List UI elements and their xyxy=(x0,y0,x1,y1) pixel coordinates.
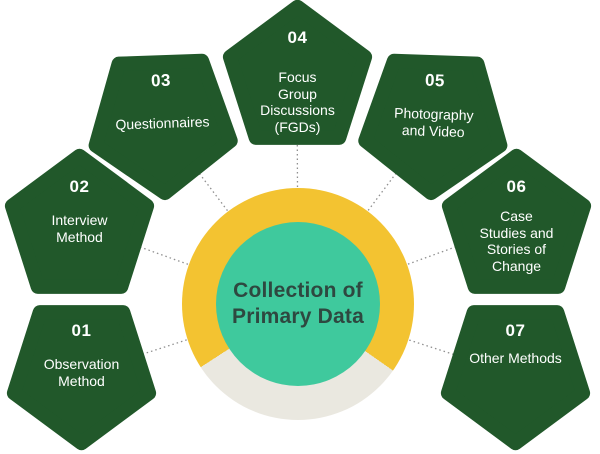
pentagon-icon xyxy=(441,148,592,294)
node-number: 04 xyxy=(287,28,308,47)
node-label: Other Methods xyxy=(469,350,562,367)
diagram-title: Collection of Primary Data xyxy=(232,278,364,328)
node-label: Questionnaires xyxy=(115,113,210,134)
node-number: 02 xyxy=(69,177,90,196)
node-label: Observation Method xyxy=(43,356,120,389)
node-label: Case Studies and Stories of Change xyxy=(479,208,554,274)
node-number: 06 xyxy=(506,177,527,196)
pentagon-icon xyxy=(4,148,155,294)
node-questionnaires: 03 Questionnaires xyxy=(83,48,241,201)
node-case-studies: 06 Case Studies and Stories of Change xyxy=(440,148,593,298)
node-interview-method: 02 Interview Method xyxy=(3,148,156,298)
pentagon-icon xyxy=(88,53,238,201)
node-label: Photography and Video xyxy=(393,105,474,140)
node-observation-method: 01 Observation Method xyxy=(5,301,158,451)
node-photography-and-video: 05 Photography and Video xyxy=(354,48,512,201)
node-number: 01 xyxy=(71,321,92,340)
node-label: Interview Method xyxy=(51,212,108,245)
accent-ring: Collection of Primary Data xyxy=(182,188,414,420)
node-label: Focus Group Discussions (FGDs) xyxy=(260,69,335,135)
node-other-methods: 07 Other Methods xyxy=(439,301,592,451)
pentagon-icon xyxy=(358,53,508,201)
pentagon-icon xyxy=(440,305,591,451)
node-number: 07 xyxy=(505,321,526,340)
node-number: 05 xyxy=(424,70,446,91)
pentagon-icon xyxy=(6,305,157,451)
node-number: 03 xyxy=(150,70,172,91)
pentagon-icon xyxy=(222,0,373,145)
node-focus-group-discussions: 04 Focus Group Discussions (FGDs) xyxy=(221,0,374,149)
center-circle: Collection of Primary Data xyxy=(216,222,380,386)
